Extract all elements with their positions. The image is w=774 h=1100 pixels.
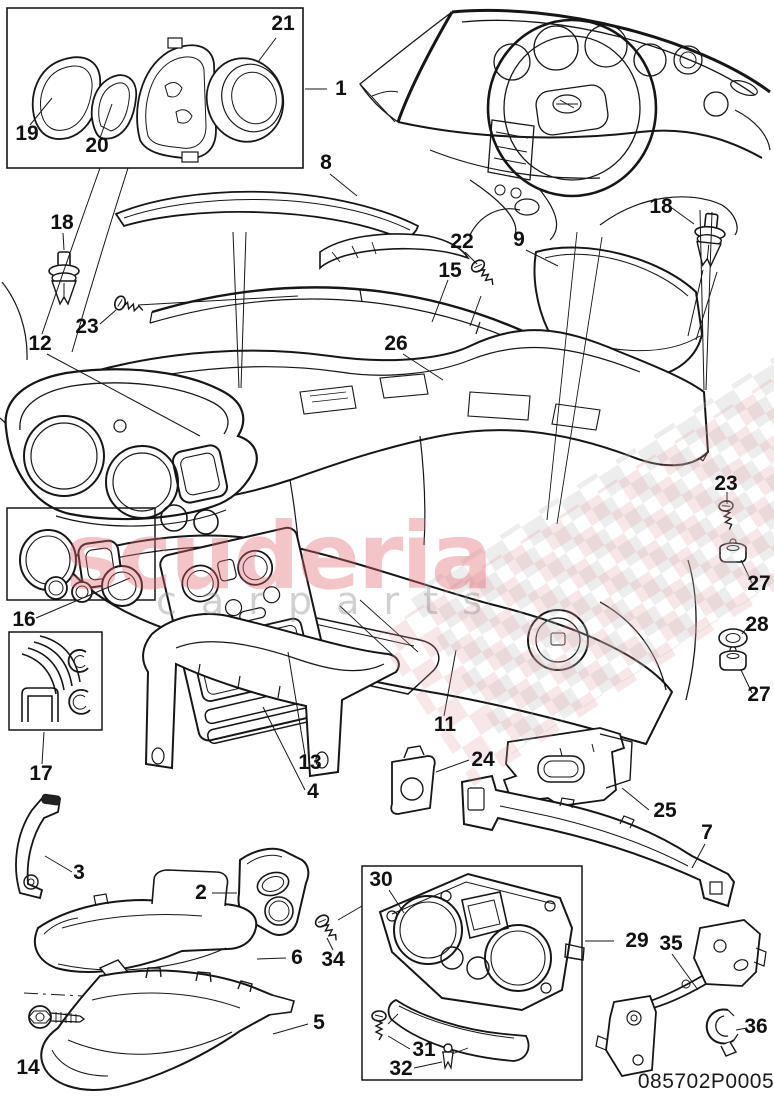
part-35-bracket [595,919,767,1078]
leader-lines [29,37,753,1069]
car-interior-sketch [359,8,771,241]
bolt-14 [28,1005,86,1029]
callout-34: 34 [321,948,345,971]
part-5-column-shroud-lower [40,967,295,1091]
part-24-bracket [390,745,436,815]
callout-26: 26 [384,332,407,355]
callout-14: 14 [16,1056,40,1079]
callout-28: 28 [745,613,769,636]
callout-7: 7 [701,821,713,844]
callout-12: 12 [28,332,51,355]
callout-3: 3 [73,861,85,884]
callout-36: 36 [744,1015,767,1038]
callout-11: 11 [434,713,457,736]
callout-29: 29 [625,929,648,952]
callout-22: 22 [450,230,473,253]
part-7-lower-rail [460,774,736,908]
part-25-bracket [502,727,633,807]
washer-28 [718,628,748,648]
clip-18-left [48,251,80,305]
callout-17: 17 [29,762,52,785]
callout-18: 18 [50,211,74,234]
callout-31: 31 [412,1038,436,1061]
callout-23: 23 [75,315,98,338]
part-8-defroster-grille [114,190,420,239]
callout-20: 20 [85,134,108,157]
part-20-vent-ring [90,74,138,140]
screw-23-left [112,293,146,318]
part-cluster-lower-cover [387,998,530,1062]
callout-13: 13 [298,751,321,774]
callout-23: 23 [714,472,737,495]
callout-18: 18 [649,195,673,218]
screw-31 [371,1010,387,1041]
part-6-column-shroud-upper [33,869,258,973]
clip-18-right [690,211,728,269]
clip-32 [442,1043,454,1071]
screw-22 [468,256,500,291]
drawing-number: 085702P0005 [638,1070,774,1093]
callout-32: 32 [389,1057,412,1080]
callout-30: 30 [369,868,392,891]
callout-24: 24 [471,748,495,771]
callout-25: 25 [653,799,677,822]
part-36-clamp [705,1008,739,1057]
part-30-cluster-housing [378,872,574,1012]
callout-16: 16 [12,608,35,631]
inset-box-trim-strips [8,631,103,731]
callout-27: 27 [747,683,770,706]
callout-1: 1 [335,77,347,100]
callout-5: 5 [313,1011,325,1034]
callout-15: 15 [438,259,462,282]
callout-2: 2 [195,881,207,904]
callout-35: 35 [659,932,683,955]
callout-6: 6 [291,946,303,969]
watermark-brand: scuderia [65,503,491,610]
checker-watermark [375,289,774,787]
grommet-27-lower [719,646,747,671]
callout-8: 8 [320,151,332,174]
inset-box-bezel-rings [6,507,156,607]
callout-4: 4 [307,780,319,803]
inset-box-vent-set [6,7,304,169]
callout-19: 19 [15,122,38,145]
callout-27: 27 [747,572,770,595]
part-12-instrument-cowl [4,368,258,535]
part-3-bracket [15,793,62,900]
callout-9: 9 [513,228,525,251]
inset-box-cluster [361,865,585,1081]
part-21-vent-housing [136,44,217,160]
watermark-subtitle: c a r p a r t s [156,579,488,623]
callout-21: 21 [271,12,295,35]
